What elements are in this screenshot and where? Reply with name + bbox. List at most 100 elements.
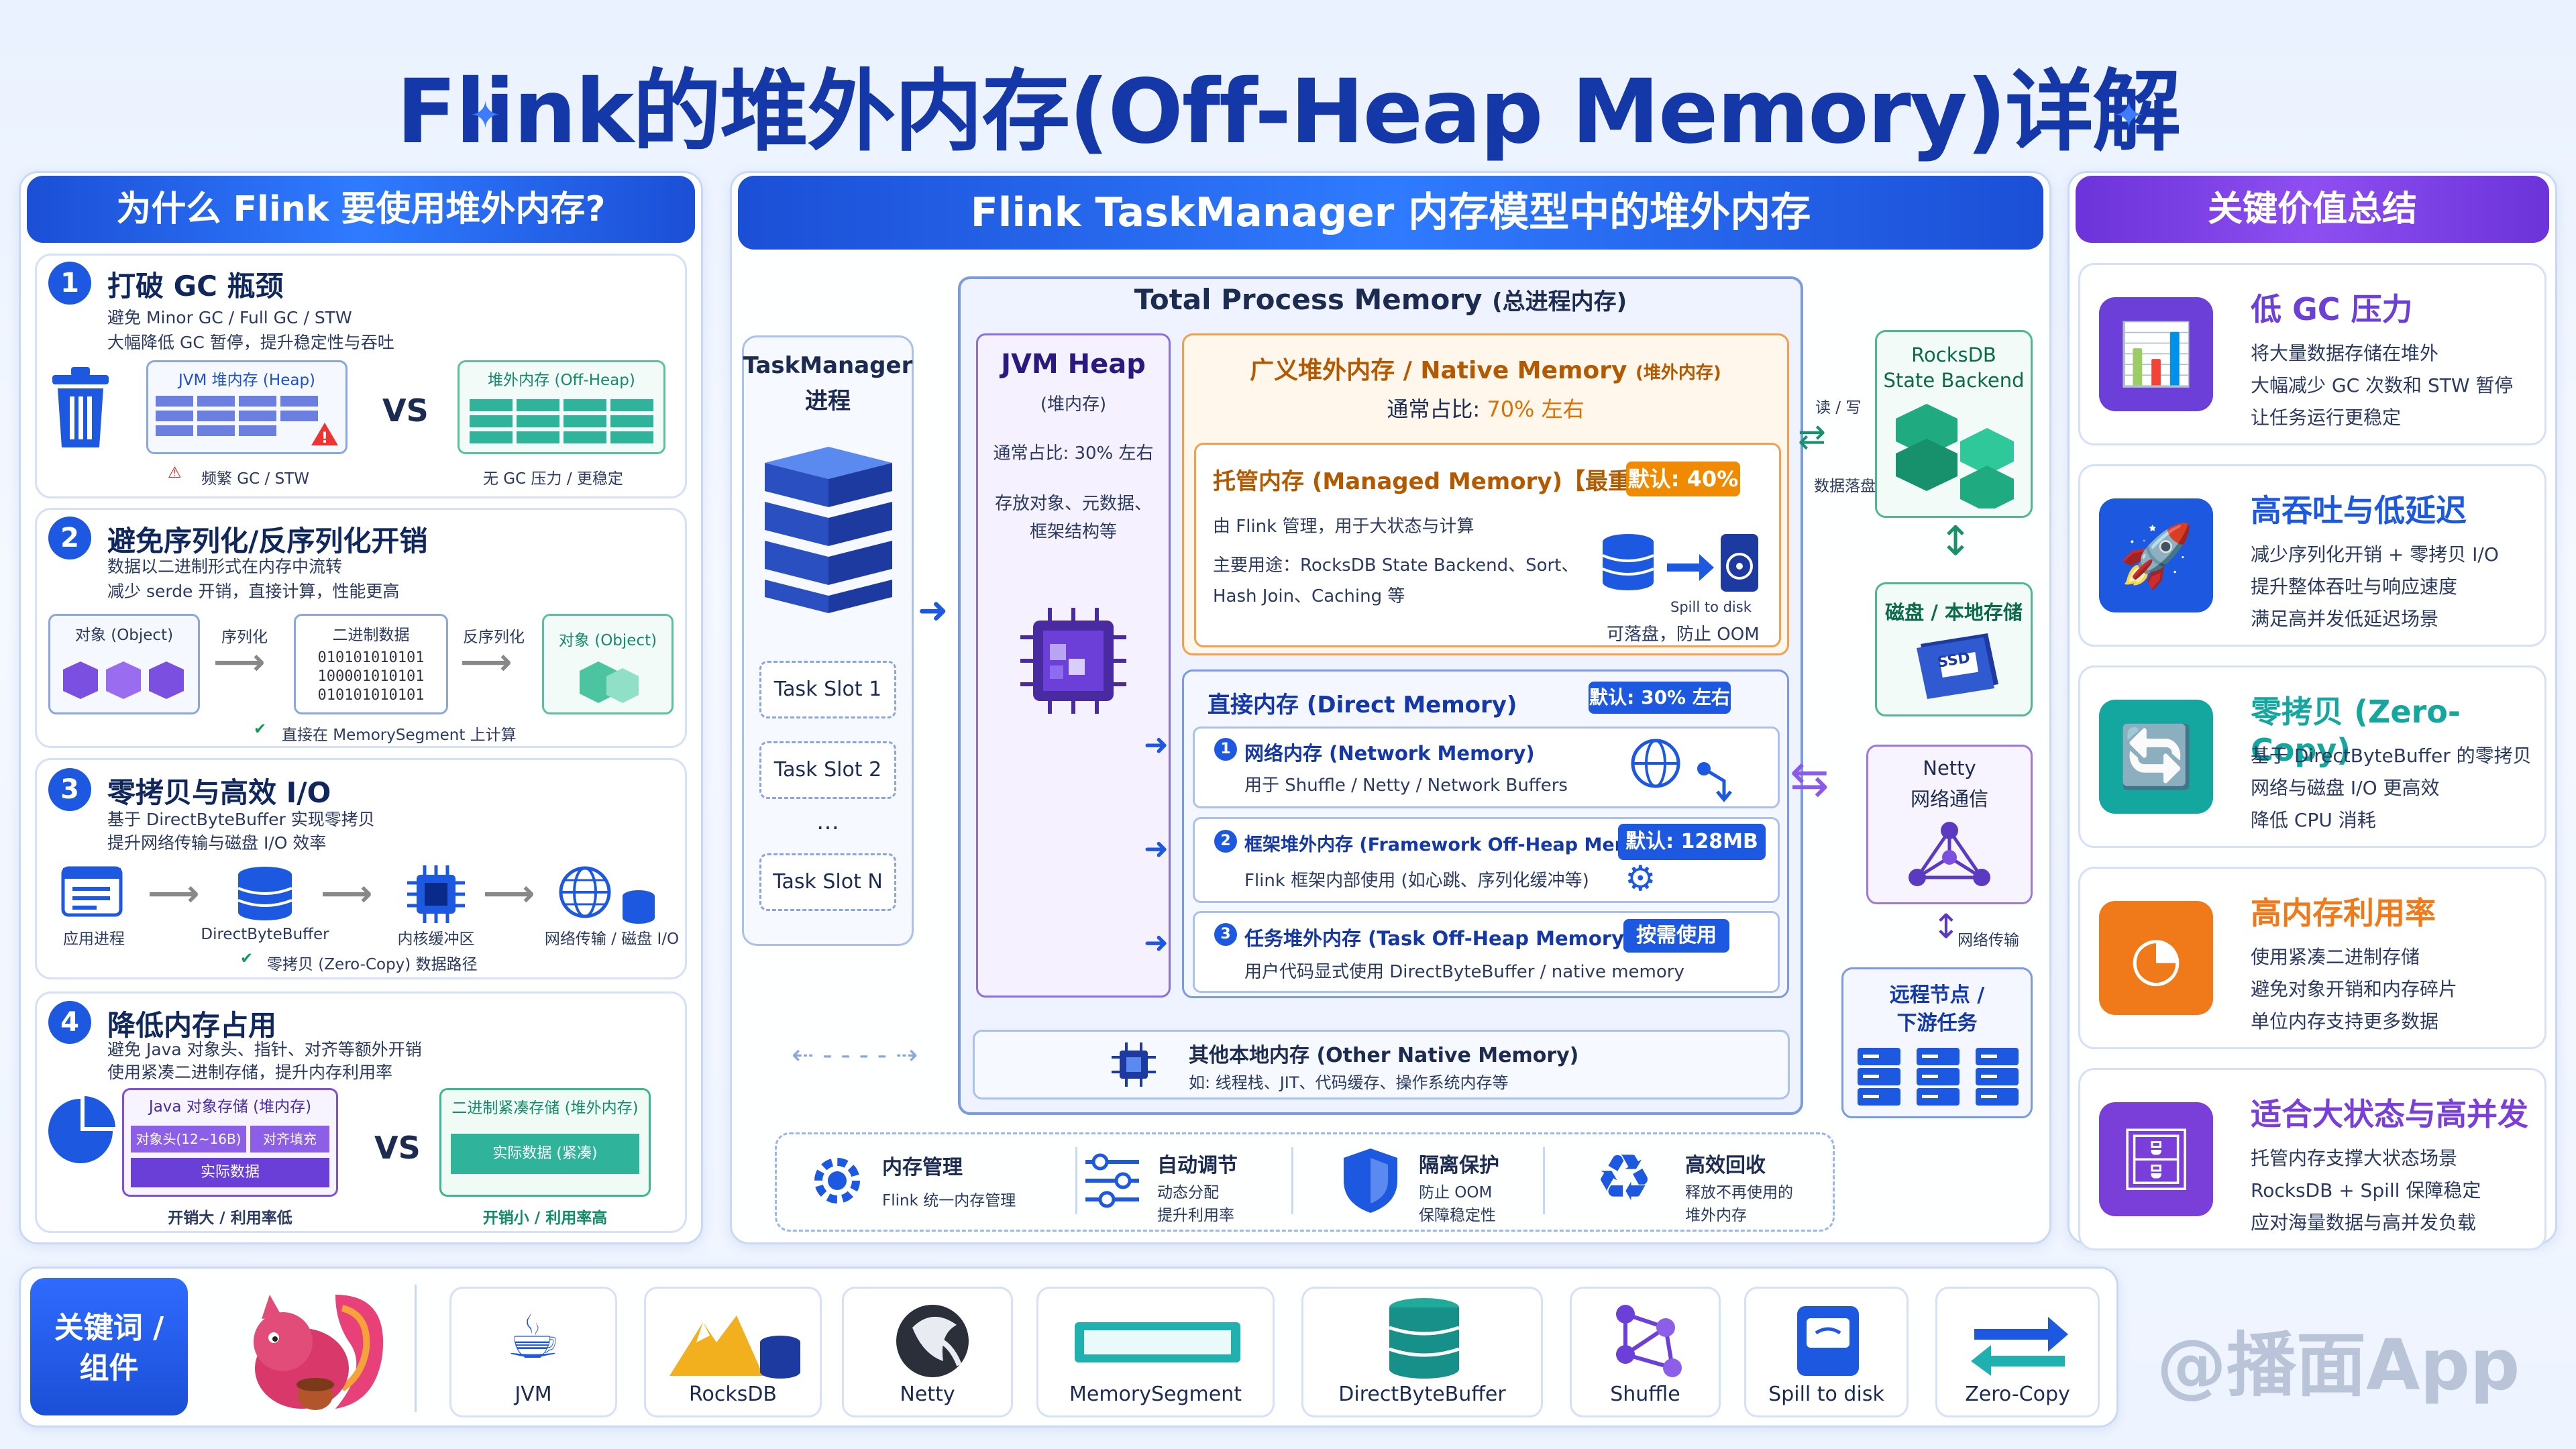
keyword-label: JVM bbox=[515, 1383, 552, 1406]
arrow-icon: ➜ bbox=[918, 589, 949, 631]
heap-note: 频繁 GC / STW bbox=[201, 470, 309, 488]
flush-label: 数据落盘 bbox=[1814, 478, 1876, 495]
chip-icon bbox=[1112, 1042, 1156, 1087]
trash-icon bbox=[52, 367, 109, 447]
heap-grid: ! bbox=[156, 396, 338, 445]
keyword-card-spill: Spill to disk bbox=[1744, 1287, 1909, 1417]
globe-disk-icon bbox=[559, 866, 655, 924]
native-ratio: 通常占比: 70% 左右 bbox=[1387, 396, 1585, 422]
framework-badge: 默认: 128MB bbox=[1618, 824, 1766, 860]
feature-desc: 堆外内存 bbox=[1685, 1207, 1747, 1224]
native-title: 广义堆外内存 / Native Memory (堆外内存) bbox=[1250, 357, 1721, 384]
value-card-desc: RocksDB + Spill 保障稳定 bbox=[2251, 1179, 2481, 1201]
task-slot: Task Slot 2 bbox=[759, 741, 896, 799]
sparkle-icon: ✦ bbox=[2113, 94, 2145, 138]
feature-strip bbox=[775, 1132, 1835, 1232]
node-label: 应用进程 bbox=[63, 930, 125, 948]
warning-icon: ⚠ bbox=[168, 464, 182, 482]
value-card: 📊低 GC 压力将大量数据存储在堆外大幅减少 GC 次数和 STW 暂停让任务运… bbox=[2078, 263, 2546, 445]
value-card-title: 高吞吐与低延迟 bbox=[2251, 492, 2467, 529]
vs-label: VS bbox=[374, 1130, 421, 1166]
feature-desc: 保障稳定性 bbox=[1419, 1207, 1496, 1224]
task-offheap-title: 任务堆外内存 (Task Off-Heap Memory) bbox=[1244, 927, 1633, 950]
gear-settings-icon bbox=[814, 1158, 860, 1203]
feature-title: 隔离保护 bbox=[1419, 1154, 1499, 1177]
framework-desc: Flink 框架内部使用 (如心跳、序列化缓冲等) bbox=[1244, 871, 1589, 891]
rocksdb-cubes-icon bbox=[1896, 404, 2014, 508]
section-title: 打破 GC 瓶颈 bbox=[107, 270, 284, 303]
heap-ratio: 通常占比: 30% 左右 bbox=[993, 443, 1154, 464]
bits-line: 100001010101 bbox=[317, 668, 425, 685]
value-card-title: 零拷贝 (Zero-Copy) bbox=[2251, 694, 2461, 768]
offheap-grid bbox=[470, 399, 653, 443]
zero-copy-note: 零拷贝 (Zero-Copy) 数据路径 bbox=[267, 956, 478, 973]
servers-icon bbox=[1858, 1048, 2019, 1106]
offheap-note: 无 GC 压力 / 更稳定 bbox=[483, 470, 623, 488]
node-label: 网络传输 / 磁盘 I/O bbox=[544, 930, 680, 948]
object-label: 对象 (Object) bbox=[74, 627, 174, 644]
gear-icon: ⚙ bbox=[1625, 859, 1656, 899]
vertical-arrow-icon: ↕ bbox=[1939, 518, 1973, 565]
swap-arrows-icon bbox=[1971, 1317, 2068, 1376]
section-desc: 避免 Minor GC / Full GC / STW bbox=[107, 308, 352, 327]
sub-number: 2 bbox=[1214, 830, 1237, 853]
network-nodes-icon bbox=[1909, 822, 1990, 886]
java-cost-caption: 开销大 / 利用率低 bbox=[168, 1210, 292, 1227]
watermark: @播面App bbox=[2157, 1324, 2520, 1406]
cube-icon bbox=[580, 661, 639, 703]
sub-number: 3 bbox=[1214, 923, 1237, 946]
java-storage-label: Java 对象存储 (堆内存) bbox=[148, 1098, 312, 1116]
value-card-desc: 减少序列化开销 + 零拷贝 I/O bbox=[2251, 543, 2499, 566]
section-desc: 提升网络传输与磁盘 I/O 效率 bbox=[107, 833, 327, 853]
node-label: 内核缓冲区 bbox=[397, 930, 475, 948]
padding-block: 对齐填充 bbox=[250, 1126, 329, 1152]
divider bbox=[1291, 1147, 1293, 1214]
direct-badge: 默认: 30% 左右 bbox=[1589, 682, 1731, 714]
arrow-icon: ⟶ bbox=[148, 872, 200, 914]
heap-box bbox=[146, 360, 347, 454]
feature-title: 内存管理 bbox=[882, 1156, 963, 1179]
arrow-icon: ➜ bbox=[1144, 728, 1169, 762]
keyword-card-rocksdb: RocksDB bbox=[644, 1287, 822, 1417]
chip-icon bbox=[407, 865, 465, 923]
bits-line: 010101010101 bbox=[317, 687, 425, 704]
rocksdb-title: RocksDB bbox=[1911, 343, 1996, 366]
arrow-icon: ⟶ bbox=[213, 641, 266, 683]
database-icon bbox=[237, 867, 292, 920]
section-title: 降低内存占用 bbox=[107, 1009, 277, 1042]
direct-title: 直接内存 (Direct Memory) bbox=[1208, 692, 1517, 718]
remote-title: 远程节点 / bbox=[1889, 983, 1985, 1007]
vertical-arrow-icon: ↕ bbox=[1932, 907, 1960, 946]
value-card-icon: 🗄 bbox=[2099, 1102, 2213, 1216]
value-card-desc: 基于 DirectByteBuffer 的零拷贝 bbox=[2251, 745, 2532, 767]
arrow-icon: ⟶ bbox=[321, 872, 373, 914]
tm-subtitle: 进程 bbox=[805, 388, 851, 415]
value-card-desc: 应对海量数据与高并发负载 bbox=[2251, 1212, 2477, 1234]
value-card-title: 低 GC 压力 bbox=[2251, 291, 2413, 327]
section-title: 避免序列化/反序列化开销 bbox=[107, 525, 428, 557]
network-memory-box bbox=[1193, 727, 1780, 808]
shield-icon bbox=[1344, 1148, 1397, 1213]
value-card-desc: 降低 CPU 消耗 bbox=[2251, 809, 2376, 831]
netty-link-arrow-icon: ⇆ bbox=[1790, 751, 1829, 806]
value-card-icon: 🔄 bbox=[2099, 700, 2213, 814]
keywords-label: 关键词 /组件 bbox=[30, 1278, 188, 1415]
sliders-icon bbox=[1085, 1153, 1139, 1208]
other-native-title: 其他本地内存 (Other Native Memory) bbox=[1189, 1044, 1579, 1067]
task-offheap-badge: 按需使用 bbox=[1623, 919, 1729, 953]
spill-note: 可落盘，防止 OOM bbox=[1607, 625, 1760, 645]
section-desc: 基于 DirectByteBuffer 实现零拷贝 bbox=[107, 810, 375, 829]
remote-subtitle: 下游任务 bbox=[1896, 1012, 1978, 1035]
value-card-desc: 大幅减少 GC 次数和 STW 暂停 bbox=[2251, 374, 2514, 396]
netty-logo-icon bbox=[896, 1305, 969, 1377]
serde-note: 直接在 MemorySegment 上计算 bbox=[282, 727, 517, 744]
task-slot: Task Slot 1 bbox=[759, 661, 896, 718]
value-card-icon: ◔ bbox=[2099, 901, 2213, 1015]
binary-label: 二进制数据 bbox=[332, 627, 410, 644]
feature-title: 高效回收 bbox=[1685, 1154, 1766, 1177]
task-slot: Task Slot N bbox=[759, 853, 896, 911]
value-card-desc: 使用紧凑二进制存储 bbox=[2251, 946, 2420, 968]
deserialize-label: 反序列化 bbox=[463, 629, 525, 646]
binary-cost-caption: 开销小 / 利用率高 bbox=[482, 1210, 608, 1227]
